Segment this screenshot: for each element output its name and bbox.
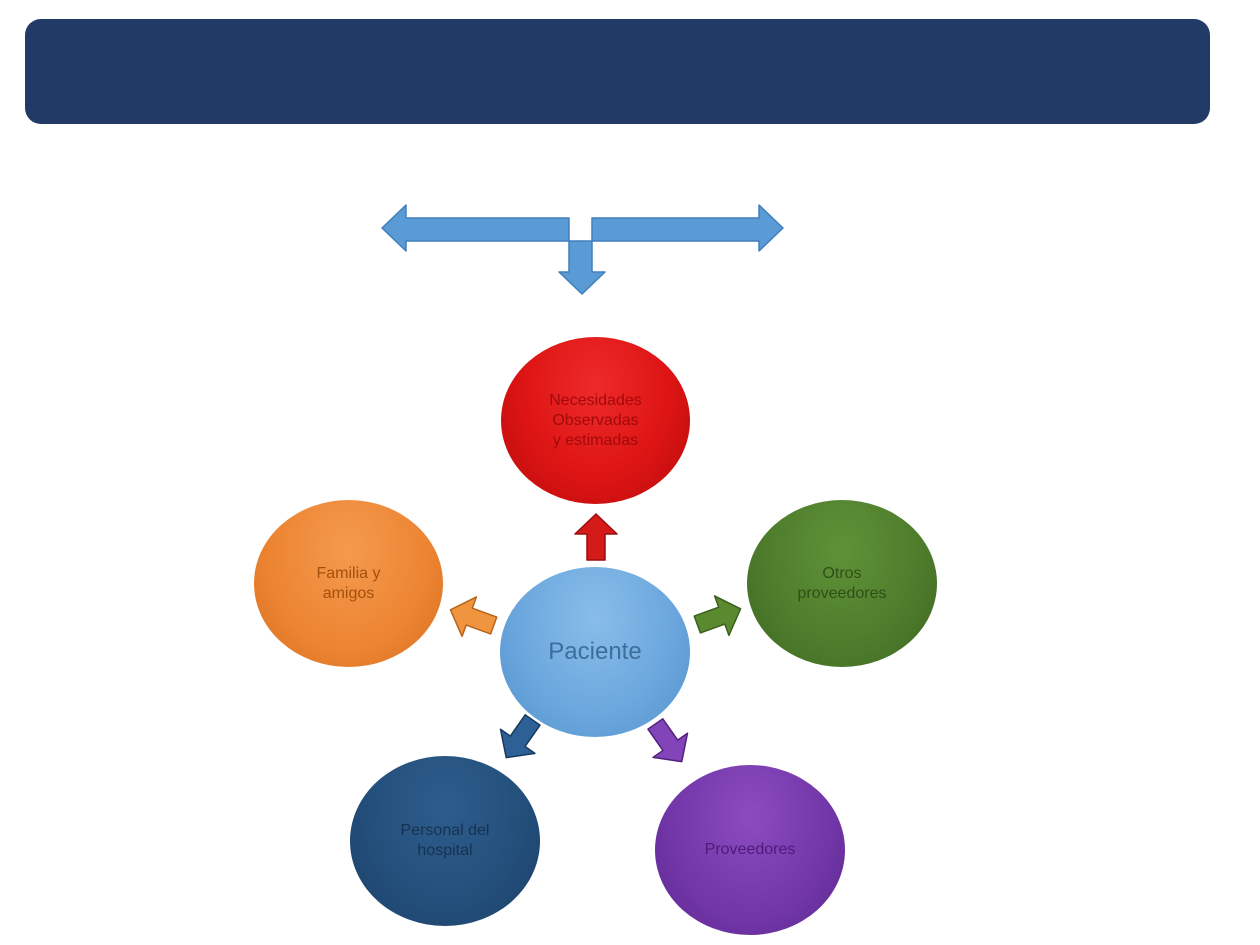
header-bar: [25, 19, 1210, 124]
node-proveedores-label: Proveedores: [704, 841, 796, 858]
arrow-to-personal-hospital: [499, 714, 541, 759]
node-otros-proveedores: Otros proveedores: [747, 500, 937, 667]
arrow-to-familia: [449, 596, 498, 638]
arrow-to-necesidades: [574, 513, 618, 561]
node-personal-hospital: Personal del hospital: [350, 756, 540, 926]
node-proveedores: Proveedores: [655, 765, 845, 935]
node-familia: Familia y amigos: [254, 500, 443, 667]
node-familia-label: Familia y amigos: [316, 564, 381, 602]
node-necesidades-label: Necesidades Observadas y estimadas: [549, 391, 642, 449]
node-otros-proveedores-label: Otros proveedores: [797, 564, 887, 602]
node-personal-hospital-label: Personal del hospital: [400, 822, 490, 859]
arrow-to-otros-proveedores: [693, 595, 742, 637]
arrow-to-proveedores: [647, 718, 689, 763]
node-paciente: Paciente: [500, 567, 690, 737]
double-arrow-with-down-branch: [381, 204, 784, 295]
node-paciente-label: Paciente: [548, 638, 642, 665]
node-necesidades: Necesidades Observadas y estimadas: [501, 337, 690, 504]
